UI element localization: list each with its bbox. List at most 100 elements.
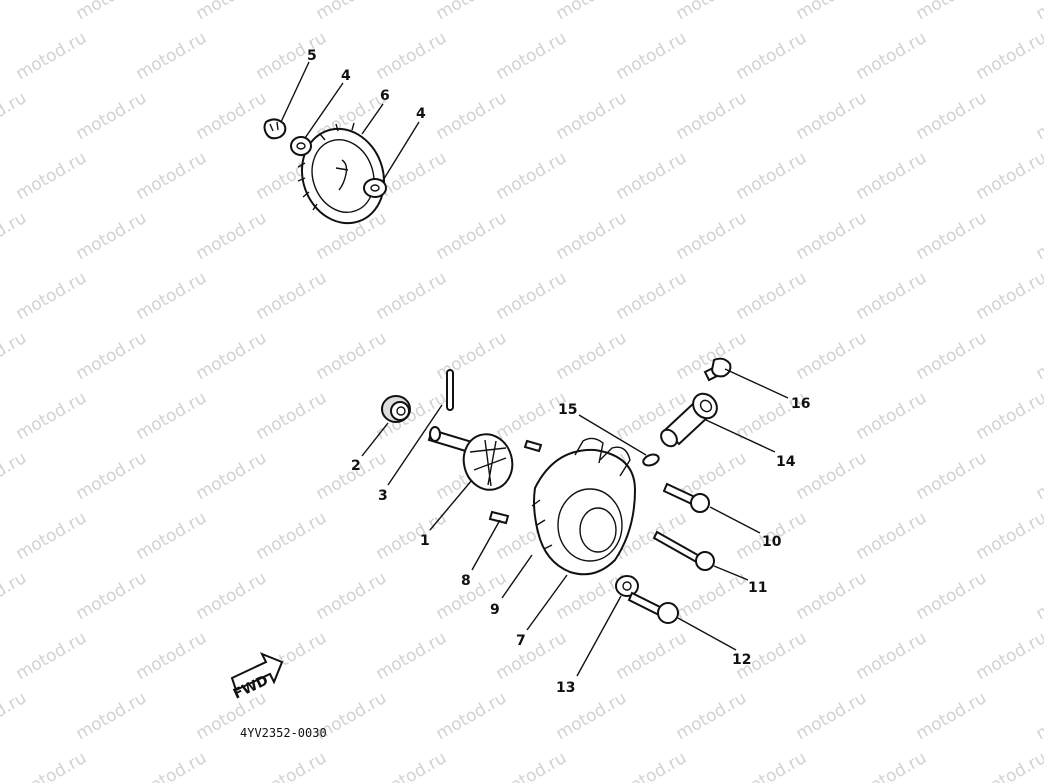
watermark-text: motod.ru xyxy=(433,88,511,144)
callout-16: 16 xyxy=(791,396,810,412)
watermark-text: motod.ru xyxy=(253,508,331,564)
gear-icon xyxy=(297,122,386,225)
watermark-text: motod.ru xyxy=(433,0,511,24)
watermark-text: motod.ru xyxy=(373,268,451,324)
watermark-text: motod.ru xyxy=(793,448,871,504)
watermark-text: motod.ru xyxy=(853,28,931,84)
watermark-text: motod.ru xyxy=(1033,448,1044,504)
watermark-text: motod.ru xyxy=(493,28,571,84)
watermark-text: motod.ru xyxy=(673,208,751,264)
watermark-text: motod.ru xyxy=(193,448,271,504)
watermark-text: motod.ru xyxy=(673,0,751,24)
watermark-text: motod.ru xyxy=(0,328,30,384)
watermark-text: motod.ru xyxy=(193,208,271,264)
dowel-pin-icon xyxy=(488,510,510,525)
watermark-text: motod.ru xyxy=(733,28,811,84)
bolt-icon xyxy=(662,482,710,513)
watermark-text: motod.ru xyxy=(433,208,511,264)
watermark-text: motod.ru xyxy=(793,688,871,744)
watermark-text: motod.ru xyxy=(373,508,451,564)
watermark-text: motod.ru xyxy=(853,268,931,324)
watermark-text: motod.ru xyxy=(433,688,511,744)
watermark-text: motod.ru xyxy=(793,328,871,384)
watermark-text: motod.ru xyxy=(793,208,871,264)
part-code: 4YV2352-0030 xyxy=(240,726,327,740)
watermark-text: motod.ru xyxy=(13,388,91,444)
watermark-text: motod.ru xyxy=(133,748,211,783)
watermark-text: motod.ru xyxy=(13,268,91,324)
watermark-text: motod.ru xyxy=(0,448,30,504)
watermark-text: motod.ru xyxy=(733,148,811,204)
watermark-text: motod.ru xyxy=(373,748,451,783)
washer-icon xyxy=(290,136,312,156)
watermark-text: motod.ru xyxy=(133,628,211,684)
gear-assembly xyxy=(263,118,387,225)
callout-layer: 5 4 6 4 16 15 14 2 3 1 10 11 8 9 7 12 13 xyxy=(307,48,810,696)
watermark-text: motod.ru xyxy=(733,268,811,324)
watermark-text: motod.ru xyxy=(793,568,871,624)
watermark-text: motod.ru xyxy=(913,208,991,264)
watermark-text: motod.ru xyxy=(1033,688,1044,744)
watermark-text: motod.ru xyxy=(493,628,571,684)
watermark-text: motod.ru xyxy=(13,28,91,84)
watermark-text: motod.ru xyxy=(1033,568,1044,624)
washer-icon xyxy=(363,178,387,198)
callout-8: 8 xyxy=(461,573,471,589)
pump-assembly xyxy=(381,357,732,624)
watermark-text: motod.ru xyxy=(973,508,1044,564)
callout-4: 4 xyxy=(416,106,426,122)
watermark-text: motod.ru xyxy=(973,388,1044,444)
watermark-text: motod.ru xyxy=(73,88,151,144)
long-bolt-icon xyxy=(652,530,715,571)
watermark-text: motod.ru xyxy=(73,328,151,384)
watermark-text: motod.ru xyxy=(613,148,691,204)
watermark-text: motod.ru xyxy=(0,88,30,144)
watermark-text: motod.ru xyxy=(253,748,331,783)
callout-5: 5 xyxy=(307,48,317,64)
watermark-text: motod.ru xyxy=(493,148,571,204)
watermark-text: motod.ru xyxy=(313,0,391,24)
watermark-text: motod.ru xyxy=(613,748,691,783)
watermark-text: motod.ru xyxy=(493,748,571,783)
watermark-text: motod.ru xyxy=(13,748,91,783)
watermark-text: motod.ru xyxy=(553,568,631,624)
watermark-text: motod.ru xyxy=(733,748,811,783)
callout-13: 13 xyxy=(556,680,575,696)
watermark-text: motod.ru xyxy=(73,568,151,624)
watermark-text: motod.ru xyxy=(853,628,931,684)
watermark-text: motod.ru xyxy=(433,328,511,384)
watermark-text: motod.ru xyxy=(613,28,691,84)
watermark-text: motod.ru xyxy=(913,568,991,624)
washer-icon xyxy=(615,575,639,597)
callout-9: 9 xyxy=(490,602,500,618)
watermark-text: motod.ru xyxy=(253,388,331,444)
watermark-text: motod.ru xyxy=(913,0,991,24)
callout-4: 4 xyxy=(341,68,351,84)
watermark-text: motod.ru xyxy=(253,28,331,84)
watermark-text: motod.ru xyxy=(133,148,211,204)
watermark-text: motod.ru xyxy=(853,508,931,564)
dowel-pin-icon xyxy=(523,439,543,453)
pin-icon xyxy=(446,369,454,411)
watermark-text: motod.ru xyxy=(613,628,691,684)
callout-10: 10 xyxy=(762,534,782,550)
watermark-text: motod.ru xyxy=(853,148,931,204)
watermark-text: motod.ru xyxy=(13,628,91,684)
callout-3: 3 xyxy=(378,488,388,504)
watermark-text: motod.ru xyxy=(373,628,451,684)
watermark-text: motod.ru xyxy=(73,208,151,264)
callout-7: 7 xyxy=(516,633,526,649)
watermark-text: motod.ru xyxy=(313,568,391,624)
watermark-text: motod.ru xyxy=(133,508,211,564)
watermark-text: motod.ru xyxy=(253,268,331,324)
watermark-text: motod.ru xyxy=(133,388,211,444)
watermark-text: motod.ru xyxy=(913,688,991,744)
watermark-text: motod.ru xyxy=(913,448,991,504)
watermark-text: motod.ru xyxy=(0,568,30,624)
callout-11: 11 xyxy=(748,580,767,596)
watermark-text: motod.ru xyxy=(73,688,151,744)
hose-fitting-icon xyxy=(660,392,718,448)
watermark-text: motod.ru xyxy=(913,328,991,384)
